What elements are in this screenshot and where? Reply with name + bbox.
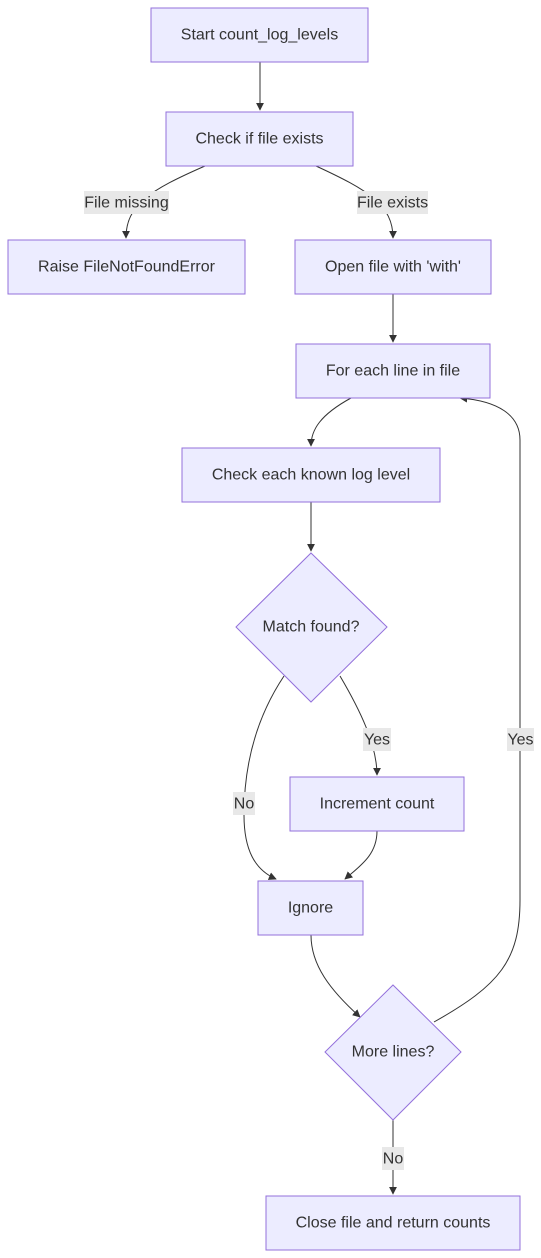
node-start: Start count_log_levels — [150, 7, 369, 63]
node-check-file-label: Check if file exists — [195, 131, 323, 148]
edge-more-yes-to-foreach — [433, 394, 521, 1023]
edge-increment-to-ignore — [344, 830, 378, 880]
edge-ignore-to-more — [310, 934, 361, 1018]
edge-label-file-exists: File exists — [357, 191, 428, 214]
edge-label-file-exists-text: File exists — [357, 195, 428, 212]
node-ignore: Ignore — [257, 880, 364, 936]
node-start-label: Start count_log_levels — [181, 27, 338, 44]
edge-label-match-yes-text: Yes — [364, 732, 390, 749]
node-check-levels-label: Check each known log level — [212, 467, 410, 484]
edge-labels: File missing File exists Yes No Yes No — [84, 191, 534, 1170]
edge-label-more-no-text: No — [383, 1151, 404, 1168]
edge-match-yes-to-increment — [339, 675, 381, 776]
edge-match-no-to-ignore — [243, 675, 285, 880]
edge-foreach-to-checklevels — [307, 397, 352, 447]
node-raise-error-label: Raise FileNotFoundError — [38, 259, 216, 276]
node-check-file: Check if file exists — [165, 111, 354, 167]
edge-label-match-no-text: No — [234, 796, 255, 813]
node-increment-label: Increment count — [320, 796, 435, 813]
node-close-return-label: Close file and return counts — [296, 1215, 491, 1232]
edge-label-file-missing: File missing — [84, 191, 169, 214]
edge-label-more-yes-text: Yes — [507, 732, 533, 749]
edge-label-more-no: No — [382, 1147, 404, 1170]
edge-label-match-no: No — [233, 792, 255, 815]
node-open-file: Open file with 'with' — [294, 239, 492, 295]
node-for-each-line: For each line in file — [295, 343, 491, 399]
node-more-lines-label: More lines? — [352, 1044, 435, 1061]
edge-label-more-yes: Yes — [507, 728, 534, 751]
node-increment: Increment count — [289, 776, 465, 832]
nodes: Start count_log_levels Check if file exi… — [7, 7, 521, 1251]
node-for-each-line-label: For each line in file — [326, 363, 460, 380]
edges — [122, 62, 521, 1195]
node-more-lines: More lines? — [324, 984, 462, 1121]
node-close-return: Close file and return counts — [265, 1195, 521, 1251]
node-match-found: Match found? — [235, 552, 388, 703]
node-raise-error: Raise FileNotFoundError — [7, 239, 246, 295]
node-ignore-label: Ignore — [288, 900, 333, 917]
node-check-levels: Check each known log level — [181, 447, 441, 503]
edge-label-file-missing-text: File missing — [84, 195, 168, 212]
node-match-found-label: Match found? — [263, 619, 360, 636]
node-open-file-label: Open file with 'with' — [325, 259, 461, 276]
edge-label-match-yes: Yes — [363, 728, 391, 751]
